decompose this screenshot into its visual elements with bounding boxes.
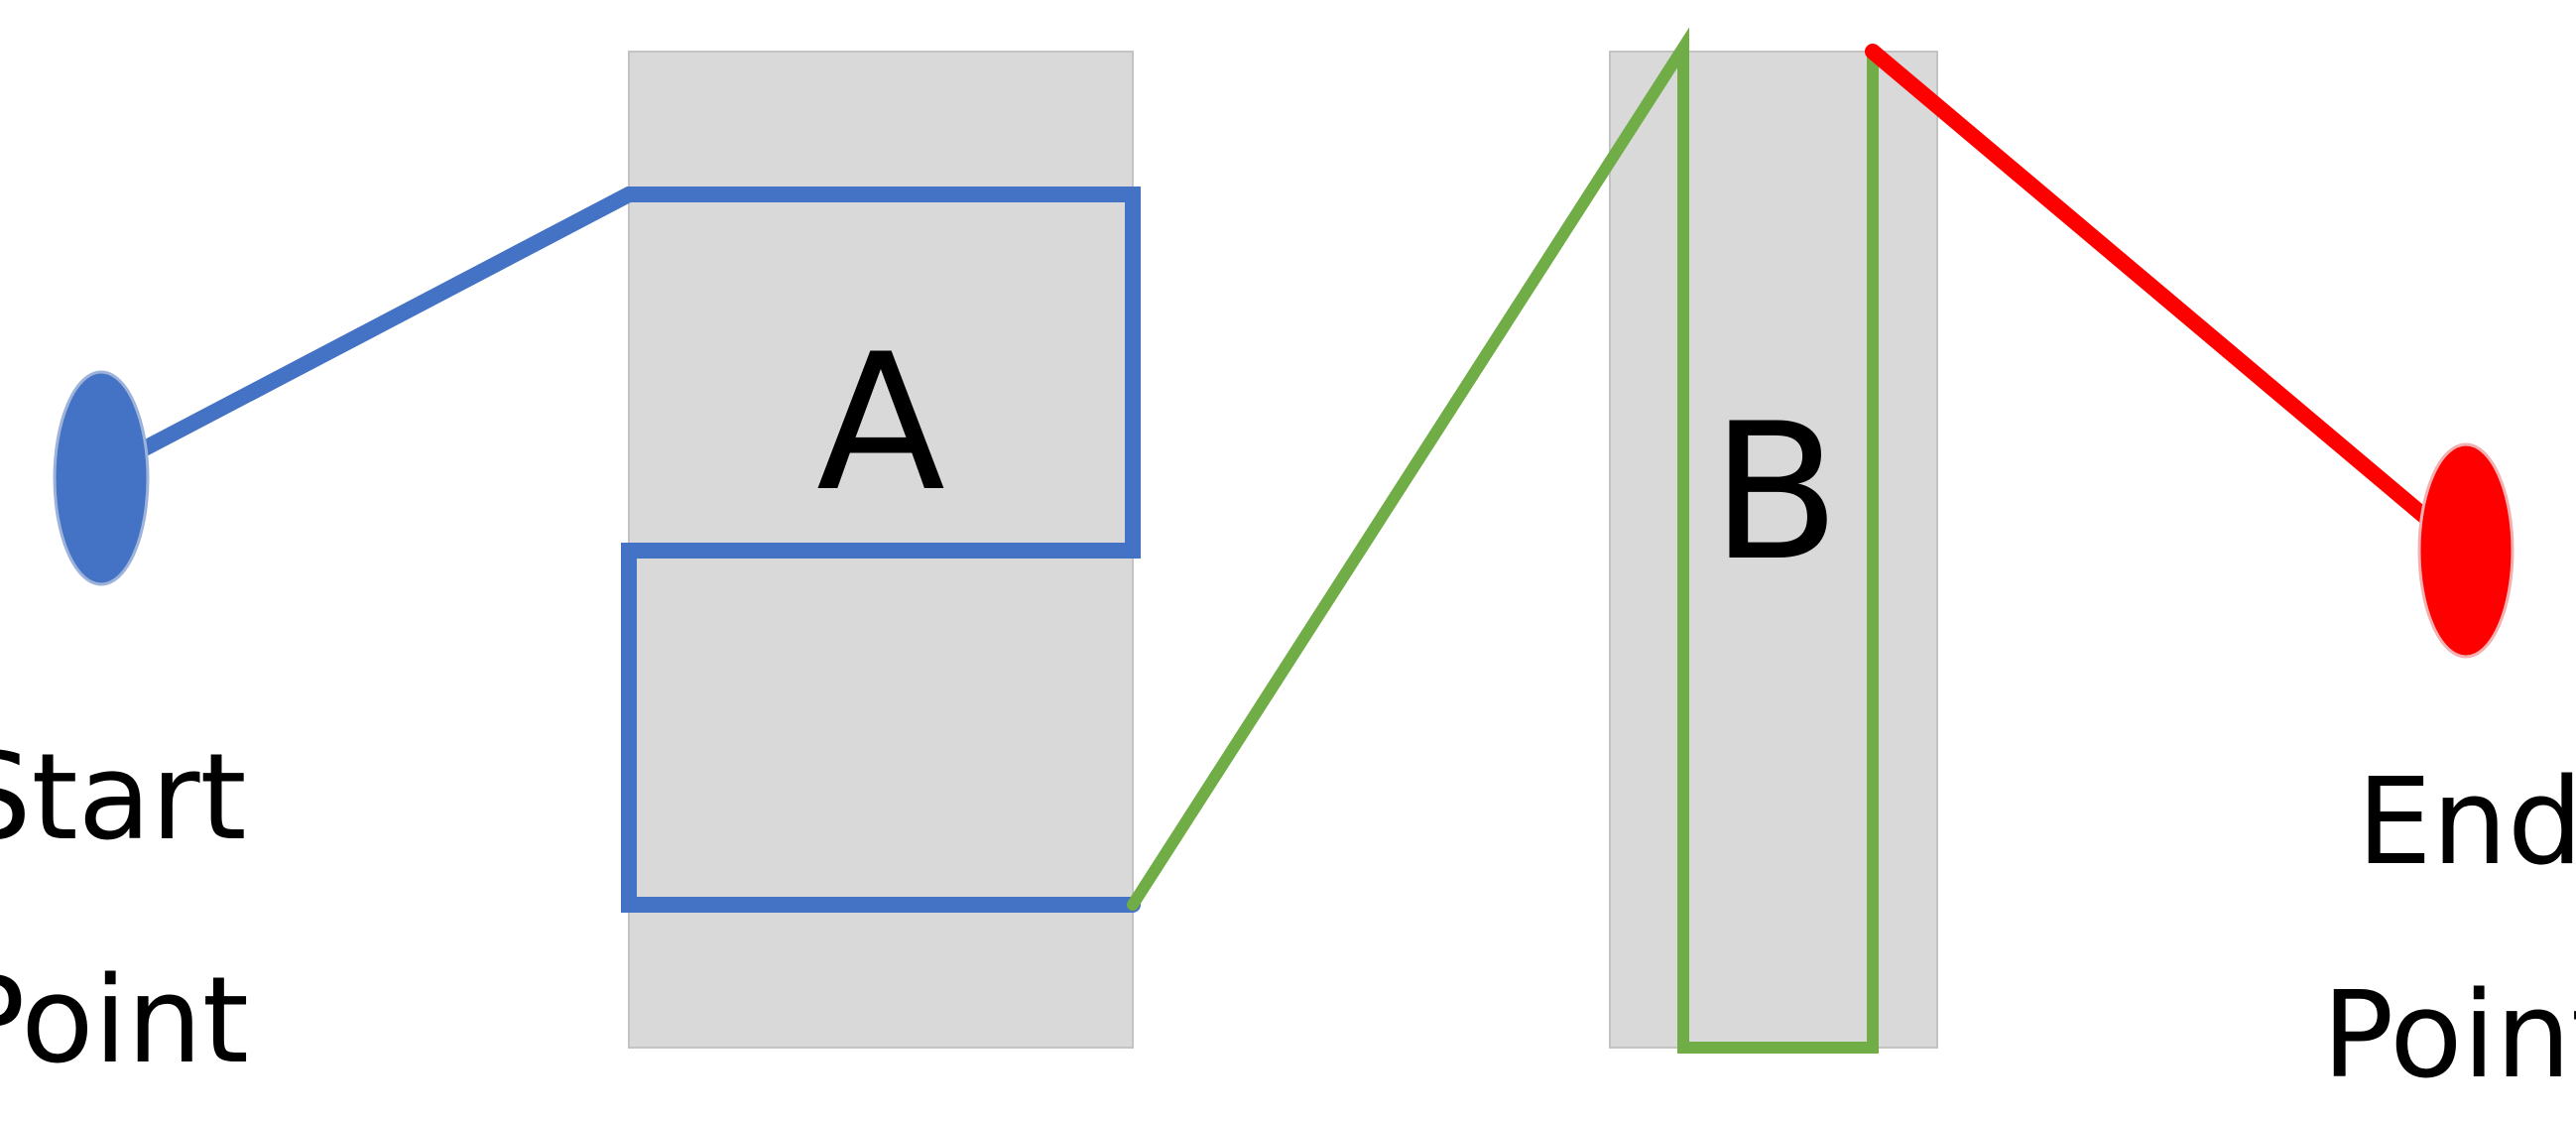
region-b-label: B (1711, 383, 1840, 602)
end-point-label: End Point (2322, 754, 2576, 1105)
start-point-label-line1: Start (0, 729, 247, 867)
start-point-label: Start Point (0, 729, 249, 1090)
path-segment-green (1127, 27, 1879, 1054)
end-point-marker (2417, 442, 2515, 659)
end-point-label-line1: End (2357, 754, 2576, 892)
region-b-box (1609, 51, 1938, 1049)
end-point-label-line2: Point (2322, 967, 2576, 1105)
path-segment-red (1865, 44, 2446, 536)
start-point-label-line2: Point (0, 952, 249, 1090)
start-point-marker (53, 370, 150, 586)
path-segment-blue (93, 187, 1141, 913)
region-b: B (1609, 51, 1938, 1049)
region-a-label: A (816, 313, 945, 533)
